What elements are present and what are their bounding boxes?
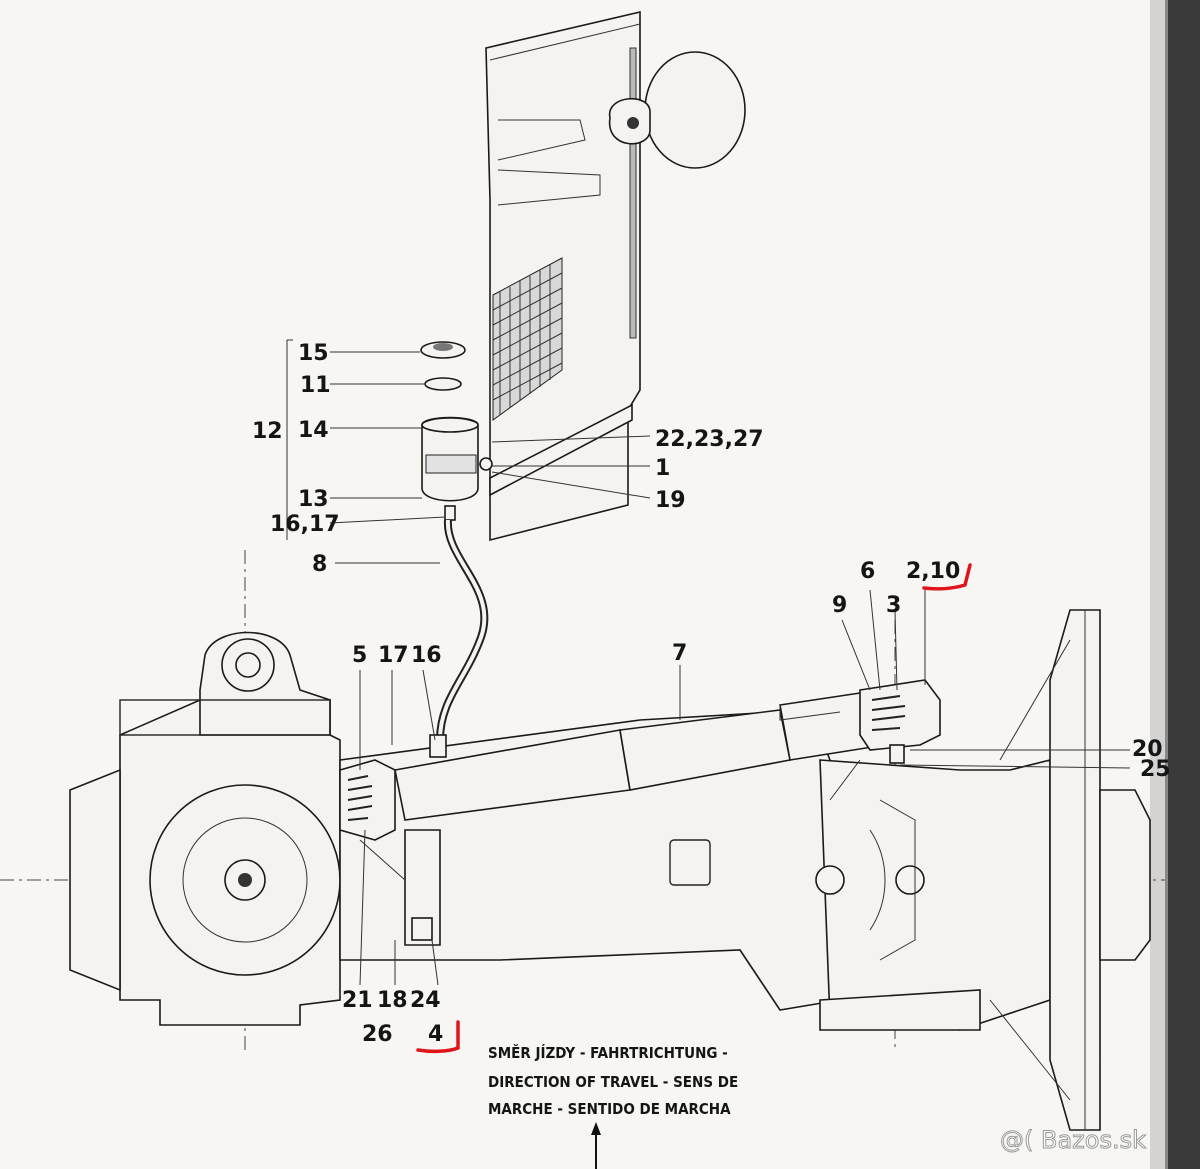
callout-labels: 15 11 12 14 13 16,17 8 22,23,27 1 19 6 2…: [252, 341, 1171, 1047]
label-1: 1: [655, 456, 670, 481]
label-9: 9: [832, 593, 847, 618]
label-13: 13: [298, 487, 329, 512]
reservoir-assembly: [286, 339, 493, 540]
direction-arrow-head: [591, 1122, 601, 1135]
reservoir-lid-14: [421, 417, 479, 433]
caption-line-1: SMĚR JÍZDY - FAHRTRICHTUNG -: [488, 1043, 728, 1062]
label-21: 21: [342, 988, 373, 1013]
seal-11: [424, 377, 462, 391]
label-6: 6: [860, 559, 875, 584]
body-panel: [485, 10, 641, 542]
label-3: 3: [886, 593, 901, 618]
label-12: 12: [252, 419, 283, 444]
leader-lines-left: [329, 351, 446, 564]
direction-caption: SMĚR JÍZDY - FAHRTRICHTUNG - DIRECTION O…: [488, 1043, 738, 1169]
right-ball-joint: [859, 679, 941, 764]
highlight-4: [416, 1020, 460, 1054]
pump-bulb: [609, 51, 746, 169]
leader-lines-panel: [491, 435, 651, 499]
label-16-17: 16,17: [270, 512, 340, 537]
label-2-10: 2,10: [906, 559, 960, 584]
label-17: 17: [378, 643, 409, 668]
highlight-2-10: [922, 563, 972, 591]
left-ball-joint: [339, 759, 396, 841]
leader-lines-axle: [359, 589, 1131, 986]
label-26: 26: [362, 1022, 393, 1047]
axle-housing: [69, 609, 1151, 1131]
label-18: 18: [377, 988, 408, 1013]
label-22-23-27: 22,23,27: [655, 427, 764, 452]
label-8: 8: [312, 552, 327, 577]
label-24: 24: [410, 988, 441, 1013]
label-25: 25: [1140, 757, 1171, 782]
label-20: 20: [1132, 737, 1163, 762]
caption-line-3: MARCHE - SENTIDO DE MARCHA: [488, 1100, 731, 1118]
label-5: 5: [352, 643, 367, 668]
label-7: 7: [672, 641, 687, 666]
page-edge-shadow: [1165, 0, 1200, 1169]
label-19: 19: [655, 488, 686, 513]
label-11: 11: [300, 373, 331, 398]
label-15: 15: [298, 341, 329, 366]
steering-damper-7: [339, 679, 941, 946]
label-16: 16: [411, 643, 442, 668]
caption-line-2: DIRECTION OF TRAVEL - SENS DE: [488, 1073, 738, 1091]
page-edge-gradient: [1150, 0, 1168, 1169]
panel-grille: [492, 257, 563, 421]
red-highlight-marks: [416, 563, 972, 1054]
watermark: @( Bazos.sk: [1000, 1126, 1146, 1154]
label-14: 14: [298, 418, 329, 443]
label-4: 4: [428, 1022, 443, 1047]
